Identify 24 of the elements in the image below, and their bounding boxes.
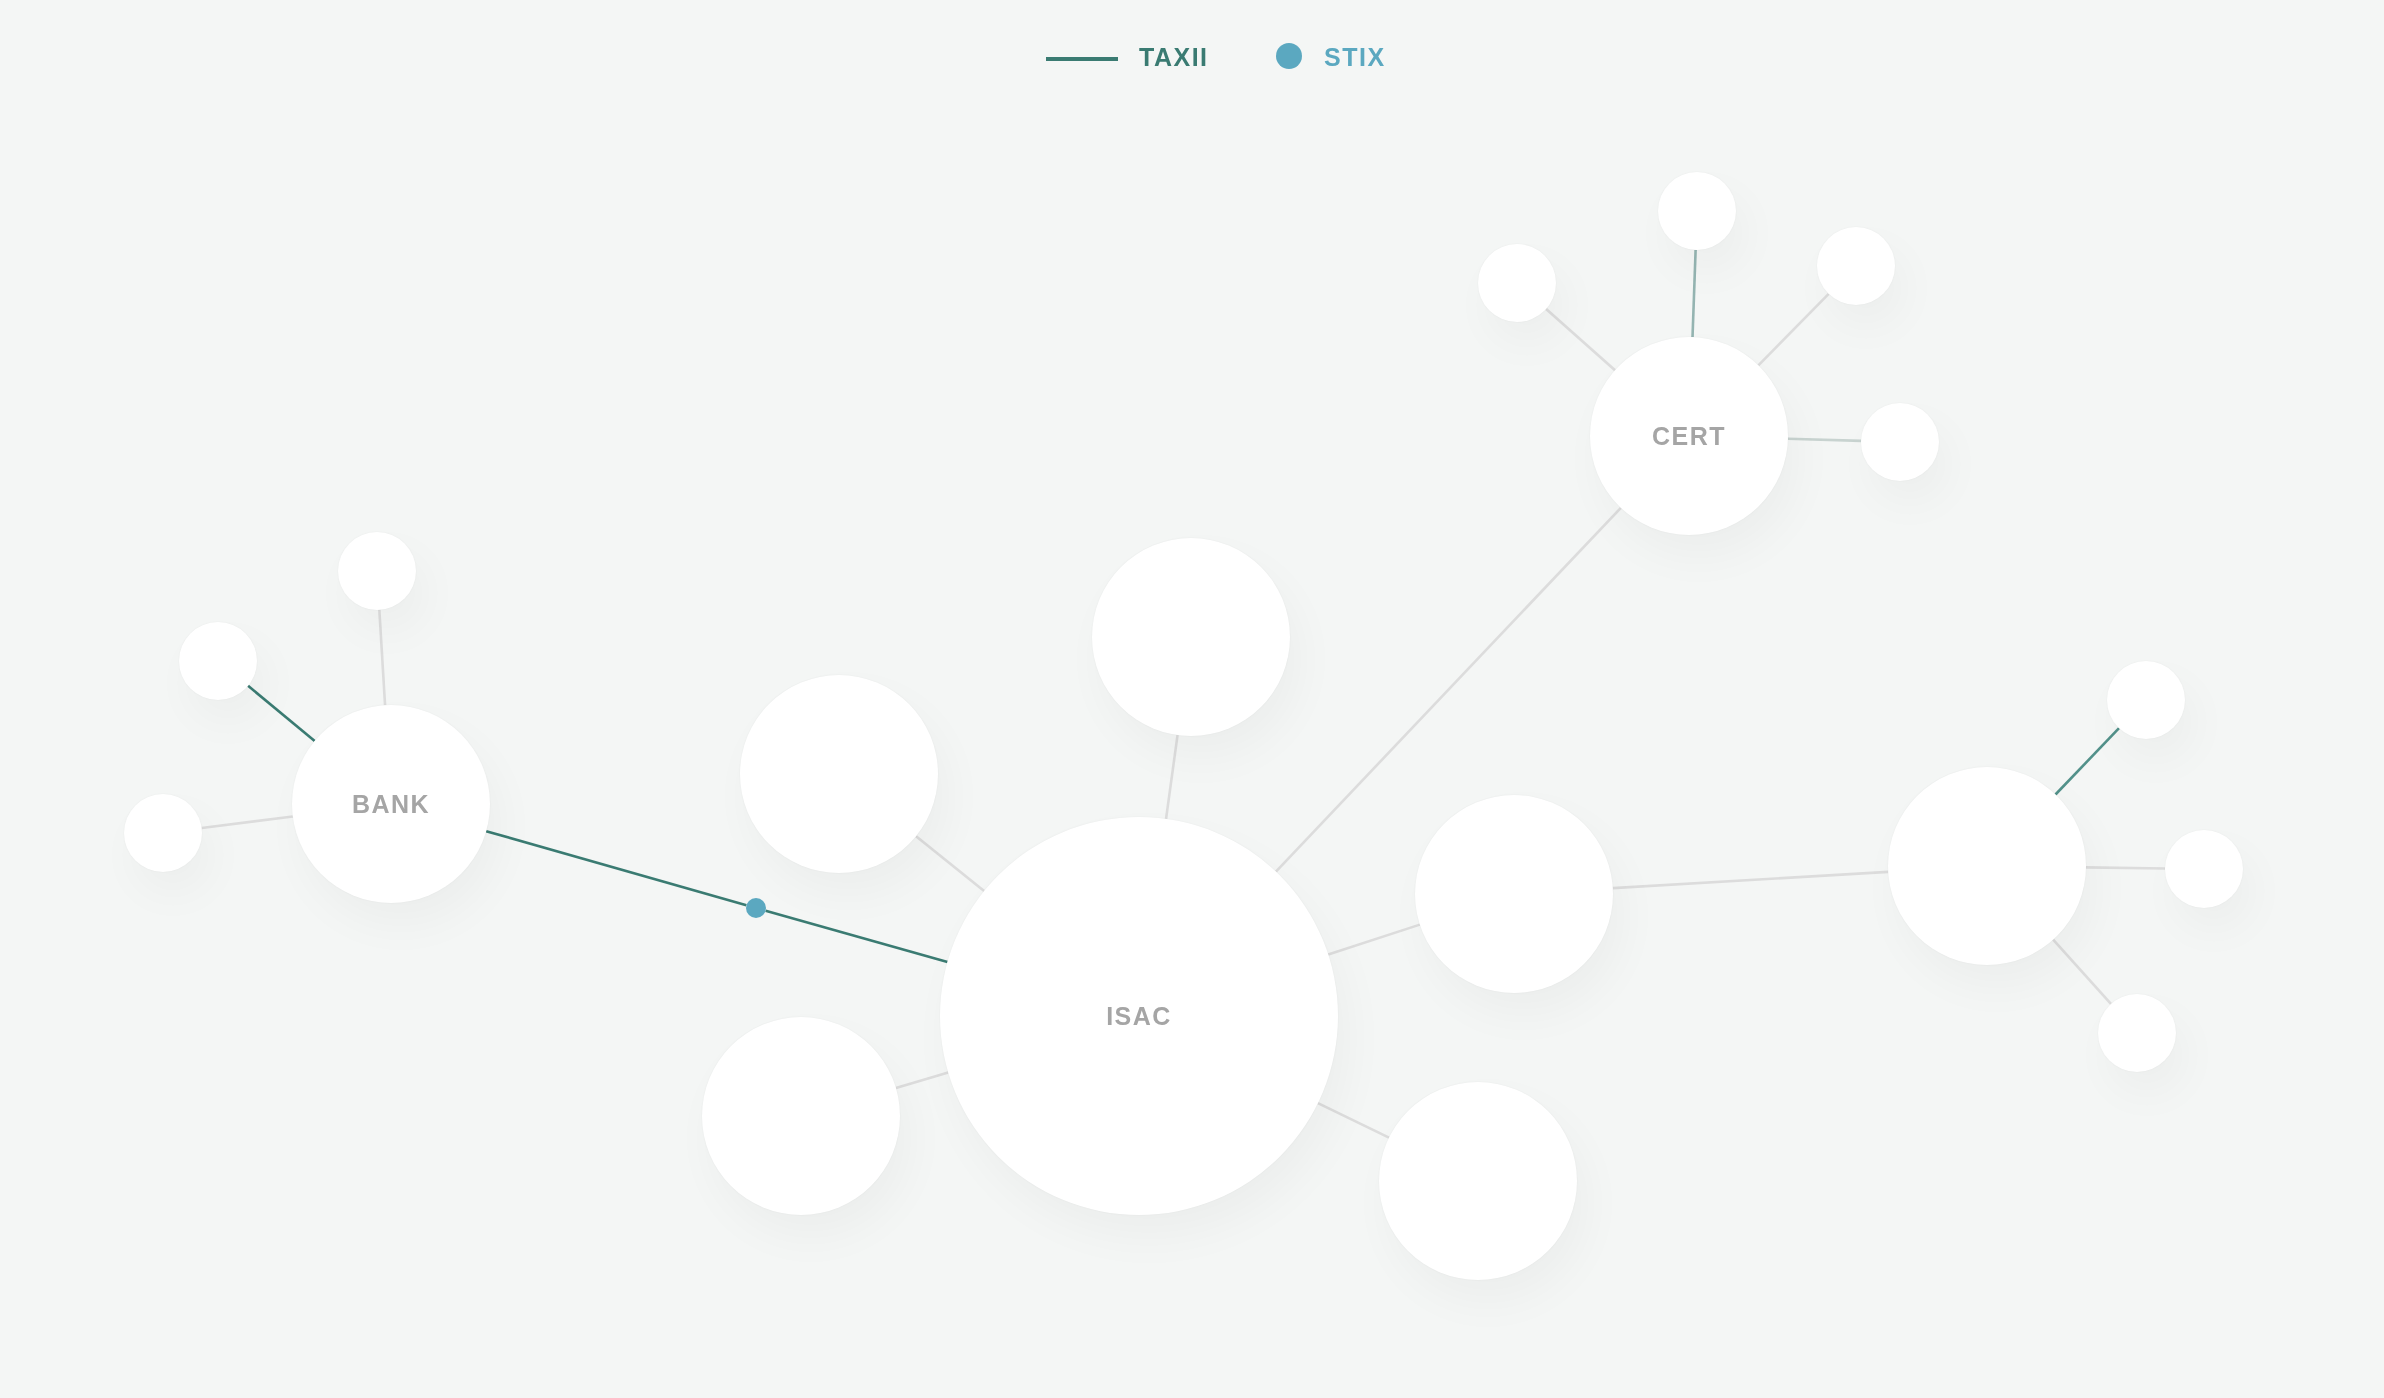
connector-line [1164, 734, 1179, 820]
connector-line [765, 909, 948, 964]
connector-line [1317, 1101, 1390, 1139]
connector-line [247, 684, 316, 742]
connector-line [1787, 437, 1862, 443]
connector-line [1327, 923, 1421, 956]
connector-line [915, 835, 985, 893]
connector-line [378, 609, 387, 706]
connector-line [1612, 870, 1889, 890]
node-label: ISAC [1106, 1003, 1172, 1029]
connector-line [895, 1071, 949, 1090]
connector-line [1691, 249, 1697, 338]
connector-line [201, 815, 293, 830]
connector-line [2054, 727, 2120, 796]
connector-line [1757, 292, 1830, 367]
node-label: CERT [1651, 423, 1727, 449]
connector-line [1545, 307, 1616, 372]
node-label: BANK [351, 791, 431, 817]
connector-line [485, 829, 747, 907]
connector-line [1275, 506, 1622, 873]
legend-label: TAXII [1139, 45, 1209, 70]
legend-label: STIX [1324, 45, 1386, 70]
connector-line [2052, 938, 2112, 1005]
dot-icon [746, 898, 766, 918]
